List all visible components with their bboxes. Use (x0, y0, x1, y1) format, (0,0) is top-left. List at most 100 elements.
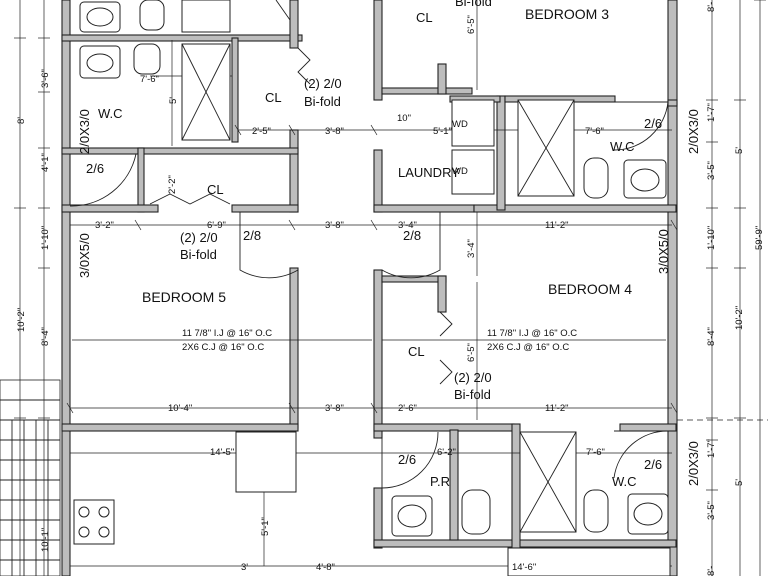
dimension-label: 8'-4" (40, 327, 51, 346)
dimension-label: 4'-1" (40, 153, 51, 172)
dimension-label: 5' (168, 97, 179, 104)
dimension-label: 10'-2" (734, 306, 745, 330)
dimension-lines (14, 0, 768, 576)
walls (61, 0, 678, 576)
toilet-icon (133, 43, 161, 75)
door-size-label: 2/6 (398, 452, 416, 467)
framing-notes: 11 7/8" I.J @ 16" O.C 2X6 C.J @ 16" O.C … (182, 328, 577, 353)
room-label-powder-room: P.R (430, 474, 450, 489)
joist-note: 11 7/8" I.J @ 16" O.C (182, 328, 272, 339)
bifold-label: (2) 2/0 (304, 76, 342, 91)
room-label-bedroom-5: BEDROOM 5 (142, 289, 226, 305)
dimension-label: 10'-1" (40, 528, 51, 552)
dimension-label: 3' (241, 562, 248, 573)
bifold-label: (2) 2/0 (180, 230, 218, 245)
washer-icon (451, 99, 495, 147)
joist-note: 11 7/8" I.J @ 16" O.C (487, 328, 577, 339)
door-swing (239, 212, 299, 279)
door-size-label: 2/8 (243, 228, 261, 243)
dimension-label: 5' (734, 479, 745, 486)
dimension-label: 1'-10" (706, 226, 717, 250)
window-label: 2/0X3/0 (686, 109, 701, 154)
dimension-label: 8'- (706, 2, 717, 12)
room-labels: BEDROOM 3 BEDROOM 4 BEDROOM 5 LAUNDRY W.… (98, 6, 637, 489)
toilet-icon (139, 0, 165, 31)
bifold-label: Bi-fold (454, 387, 491, 402)
dimension-label: 3'-5" (706, 501, 717, 520)
room-label-closet: CL (265, 90, 282, 105)
door-labels: Bi-fold (2) 2/0 Bi-fold (2) 2/0 Bi-fold … (86, 0, 662, 472)
dimension-label: 8' (16, 117, 27, 124)
stair-grid (0, 379, 61, 576)
dimension-label: 10'-2" (16, 308, 27, 332)
door-swing (613, 430, 669, 479)
dimension-label: 11'-2" (545, 403, 569, 414)
counter (235, 431, 297, 493)
dimension-label: 2'-6" (398, 403, 417, 414)
room-label-closet: CL (416, 10, 433, 25)
dryer-label: WD (452, 166, 468, 177)
window-labels: 2/0X3/0 3/0X5/0 2/0X3/0 3/0X5/0 2/0X3/0 (77, 109, 701, 486)
dimension-label: 1'-7" (706, 439, 717, 458)
room-label-wc-right-lower: W.C (612, 474, 637, 489)
dimension-label: 6'-5" (466, 15, 477, 34)
door-size-label: 2/6 (644, 457, 662, 472)
washer-label: WD (452, 119, 468, 130)
door-swing (381, 431, 439, 489)
bifold-label: Bi-fold (180, 247, 217, 262)
dimension-label: 3'-2" (95, 220, 114, 231)
dimension-label: 11'-2" (545, 220, 569, 231)
doors (69, 47, 669, 489)
dimension-label: 3'-4" (466, 239, 477, 258)
room-label-closet: CL (207, 182, 224, 197)
dryer-icon (451, 149, 495, 195)
dimension-label: 2'-5" (252, 126, 271, 137)
dimension-label: 3'-6" (40, 69, 51, 88)
fixtures (73, 0, 671, 576)
dimension-label: 7'-6" (586, 447, 605, 458)
dimension-label: 5' (734, 147, 745, 154)
room-label-laundry: LAUNDRY (398, 165, 460, 180)
dimension-label: 14'-6" (512, 562, 536, 573)
cooktop-icon (73, 499, 115, 545)
dimension-label: 5'-1" (433, 126, 452, 137)
joist-note: 2X6 C.J @ 16" O.C (182, 342, 264, 353)
dimension-label: 3'-8" (325, 220, 344, 231)
door-swing (613, 101, 669, 151)
bifold-label: Bi-fold (304, 94, 341, 109)
dimension-label: 2'-2" (167, 175, 178, 194)
dimension-label: 4'-8" (316, 562, 335, 573)
dimension-label: 8'-4" (706, 327, 717, 346)
dimension-label: 6'-5" (466, 343, 477, 362)
dimension-label: 1'-7" (706, 103, 717, 122)
door-size-label: 2/8 (403, 228, 421, 243)
dimension-label: 8'- (706, 566, 717, 576)
dimension-label: 6'-9" (207, 220, 226, 231)
bifold-label: Bi-fold (455, 0, 492, 9)
dimension-label: 1'-10" (40, 226, 51, 250)
door-size-label: 2/6 (644, 116, 662, 131)
dimension-label: 7'-6" (140, 74, 159, 85)
window-label: 3/0X5/0 (656, 229, 671, 274)
room-label-wc-left: W.C (98, 106, 123, 121)
joist-note: 2X6 C.J @ 16" O.C (487, 342, 569, 353)
window-label: 3/0X5/0 (77, 233, 92, 278)
dimension-label: 5'-1" (260, 517, 271, 536)
dimension-label: 59'-9" (754, 226, 765, 250)
room-label-bedroom-4: BEDROOM 4 (548, 281, 632, 297)
window-label: 2/0X3/0 (77, 109, 92, 154)
room-label-closet: CL (408, 344, 425, 359)
dimension-label: 10'-4" (168, 403, 192, 414)
dimension-label: 10" (397, 113, 411, 124)
dimension-label: 6'-2" (437, 447, 456, 458)
window-label: 2/0X3/0 (686, 441, 701, 486)
door-swing (69, 153, 137, 207)
door-size-label: 2/6 (86, 161, 104, 176)
counter (507, 547, 671, 576)
bifold-label: (2) 2/0 (454, 370, 492, 385)
toilet-icon (583, 489, 609, 533)
dimension-label: 3'-4" (398, 220, 417, 231)
dimension-label: 7'-6" (585, 126, 604, 137)
dimension-labels: 7'-6" 5' 6'-5" 8'- 2'-5" 3'-8" 10" 5'-1"… (16, 2, 765, 576)
